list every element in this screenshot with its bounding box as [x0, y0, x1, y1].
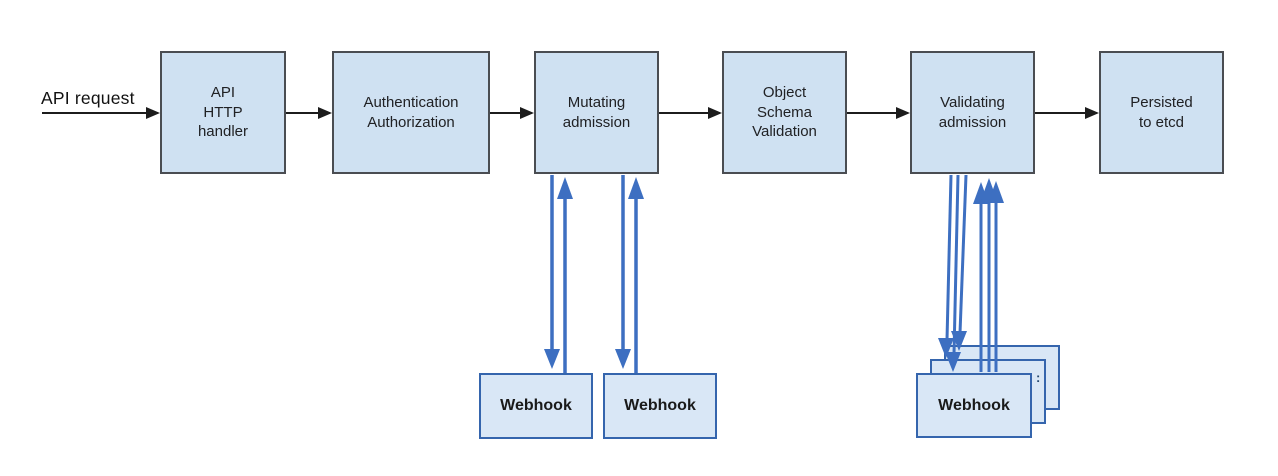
webhook-call-arrow: [945, 174, 953, 341]
clipped-text-fragment: :: [1036, 370, 1041, 385]
arrowhead-down: [951, 331, 967, 351]
process-box-persisted-to-etcd: Persisted to etcd: [1099, 51, 1224, 174]
arrowhead-down: [615, 349, 631, 369]
arrowhead-down: [938, 338, 954, 358]
arrowhead-down: [945, 352, 961, 372]
webhook-box-mutating-1: Webhook: [479, 373, 593, 439]
arrowhead-down: [544, 349, 560, 369]
api-request-label: API request: [41, 88, 135, 108]
webhook-box-mutating-2: Webhook: [603, 373, 717, 439]
arrowhead-up: [628, 177, 644, 199]
process-box-api-http-handler: API HTTP handler: [160, 51, 286, 174]
webhook-box-stack-front: Webhook: [916, 373, 1032, 438]
webhook-call-arrow: [958, 174, 968, 334]
arrowhead-up: [557, 177, 573, 199]
process-box-validating-admission: Validating admission: [910, 51, 1035, 174]
process-box-mutating-admission: Mutating admission: [534, 51, 659, 174]
mutating-webhook-arrows: [544, 175, 644, 373]
webhook-call-arrow: [952, 174, 960, 355]
process-box-authentication-authorization: Authentication Authorization: [332, 51, 490, 174]
arrowhead-up: [988, 181, 1004, 203]
process-box-object-schema-validation: Object Schema Validation: [722, 51, 847, 174]
validating-webhook-arrows: [938, 174, 1004, 372]
